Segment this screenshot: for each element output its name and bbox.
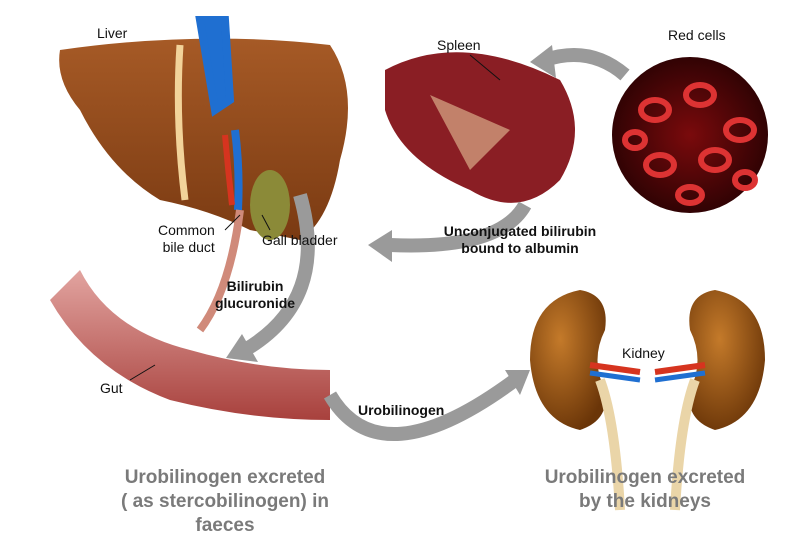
common-bile-duct-label: Common bile duct	[158, 222, 215, 256]
spleen-label: Spleen	[437, 37, 481, 53]
urobilinogen-label: Urobilinogen	[358, 402, 445, 418]
label-line: Common	[158, 222, 215, 238]
label-line: bound to albumin	[461, 240, 579, 256]
ligament-shape	[174, 44, 189, 201]
caption-line: ( as stercobilinogen) in faeces	[121, 491, 329, 533]
gall-bladder-shape	[250, 170, 290, 240]
bilirubin-glucuronide-label: Bilirubin glucuronide	[200, 278, 310, 312]
caption-line: Urobilinogen excreted	[544, 467, 746, 488]
vein-shape	[195, 16, 243, 211]
caption-line: by the kidneys	[579, 491, 711, 512]
label-line: Bilirubin	[226, 278, 284, 294]
spleen-hilum	[430, 95, 510, 170]
faeces-caption: Urobilinogen excreted ( as stercobilinog…	[95, 466, 355, 533]
renal-arteries	[589, 362, 706, 375]
flow-arrows	[241, 48, 630, 441]
kidney-left	[530, 290, 606, 430]
caption-line: Urobilinogen excreted	[124, 467, 326, 488]
kidneys-caption: Urobilinogen excreted by the kidneys	[510, 466, 780, 514]
renal-veins	[589, 370, 706, 383]
gall-bladder-label: Gall bladder	[262, 232, 338, 248]
liver-label: Liver	[97, 25, 128, 41]
red-cells-label: Red cells	[668, 27, 726, 43]
bile-duct-shape	[196, 209, 244, 333]
label-line: Unconjugated bilirubin	[443, 223, 597, 239]
unconjugated-bilirubin-label: Unconjugated bilirubin bound to albumin	[420, 223, 620, 257]
ureters	[595, 378, 700, 511]
arrow-heads	[226, 45, 556, 395]
gut-label: Gut	[100, 380, 123, 396]
label-line: glucuronide	[214, 295, 296, 311]
artery-shape	[222, 134, 235, 206]
kidney-label: Kidney	[622, 345, 665, 361]
gut-shape	[50, 270, 330, 420]
leader-lines	[129, 54, 501, 381]
red-cell-group	[622, 82, 758, 206]
kidney-right	[689, 290, 765, 430]
label-line: bile duct	[162, 239, 215, 255]
